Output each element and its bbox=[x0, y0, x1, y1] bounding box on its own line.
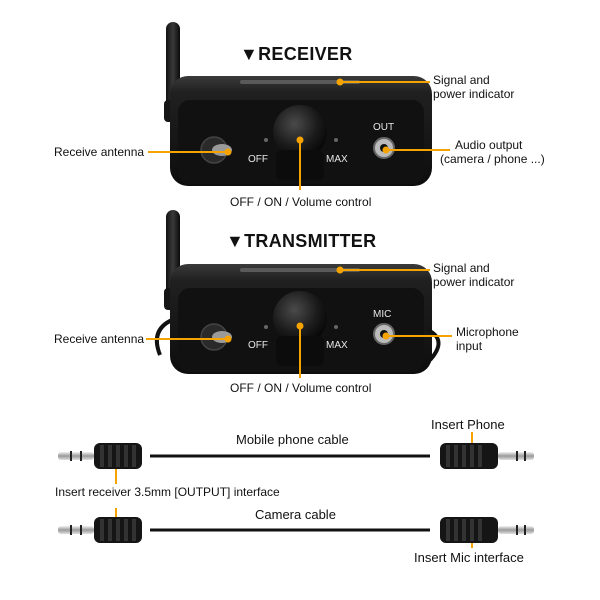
receiver-indicator-callout-line1: Signal and bbox=[433, 73, 490, 87]
receiver-port-label: OUT bbox=[373, 122, 394, 133]
transmitter-port-label: MIC bbox=[373, 309, 391, 320]
mobile-phone-cable bbox=[58, 443, 534, 469]
transmitter-mic-callout-line2: input bbox=[456, 339, 483, 353]
transmitter-antenna-callout: Receive antenna bbox=[54, 332, 145, 346]
transmitter-knob-callout: OFF / ON / Volume control bbox=[230, 381, 372, 395]
insert-mic-label: Insert Mic interface bbox=[414, 550, 524, 565]
receiver-volume-knob bbox=[273, 105, 327, 159]
insert-receiver-label: Insert receiver 3.5mm [OUTPUT] interface bbox=[55, 485, 280, 499]
receiver-knob-callout: OFF / ON / Volume control bbox=[230, 195, 372, 209]
transmitter-indicator-light-bar bbox=[240, 268, 360, 272]
transmitter-title: ▼TRANSMITTER bbox=[226, 231, 377, 251]
receiver-antenna-callout: Receive antenna bbox=[54, 145, 145, 159]
transmitter-max-label: MAX bbox=[326, 340, 348, 351]
transmitter-indicator-callout-line1: Signal and bbox=[433, 261, 490, 275]
transmitter-mic-callout-line1: Microphone bbox=[456, 325, 519, 339]
receiver-max-label: MAX bbox=[326, 154, 348, 165]
insert-phone-label: Insert Phone bbox=[431, 417, 505, 432]
receiver-title: ▼RECEIVER bbox=[240, 44, 353, 64]
receiver-indicator-callout-line2: power indicator bbox=[433, 87, 515, 101]
receiver-indicator-light-bar bbox=[240, 80, 360, 84]
camera-cable bbox=[58, 517, 534, 543]
mobile-cable-label: Mobile phone cable bbox=[236, 432, 349, 447]
transmitter-volume-knob bbox=[273, 291, 327, 345]
camera-cable-label: Camera cable bbox=[255, 507, 336, 522]
transmitter-off-label: OFF bbox=[248, 340, 268, 351]
receiver-off-label: OFF bbox=[248, 154, 268, 165]
receiver-output-callout-line2: (camera / phone ...) bbox=[440, 152, 545, 166]
transmitter-indicator-callout-line2: power indicator bbox=[433, 275, 515, 289]
receiver-output-callout-line1: Audio output bbox=[455, 138, 523, 152]
